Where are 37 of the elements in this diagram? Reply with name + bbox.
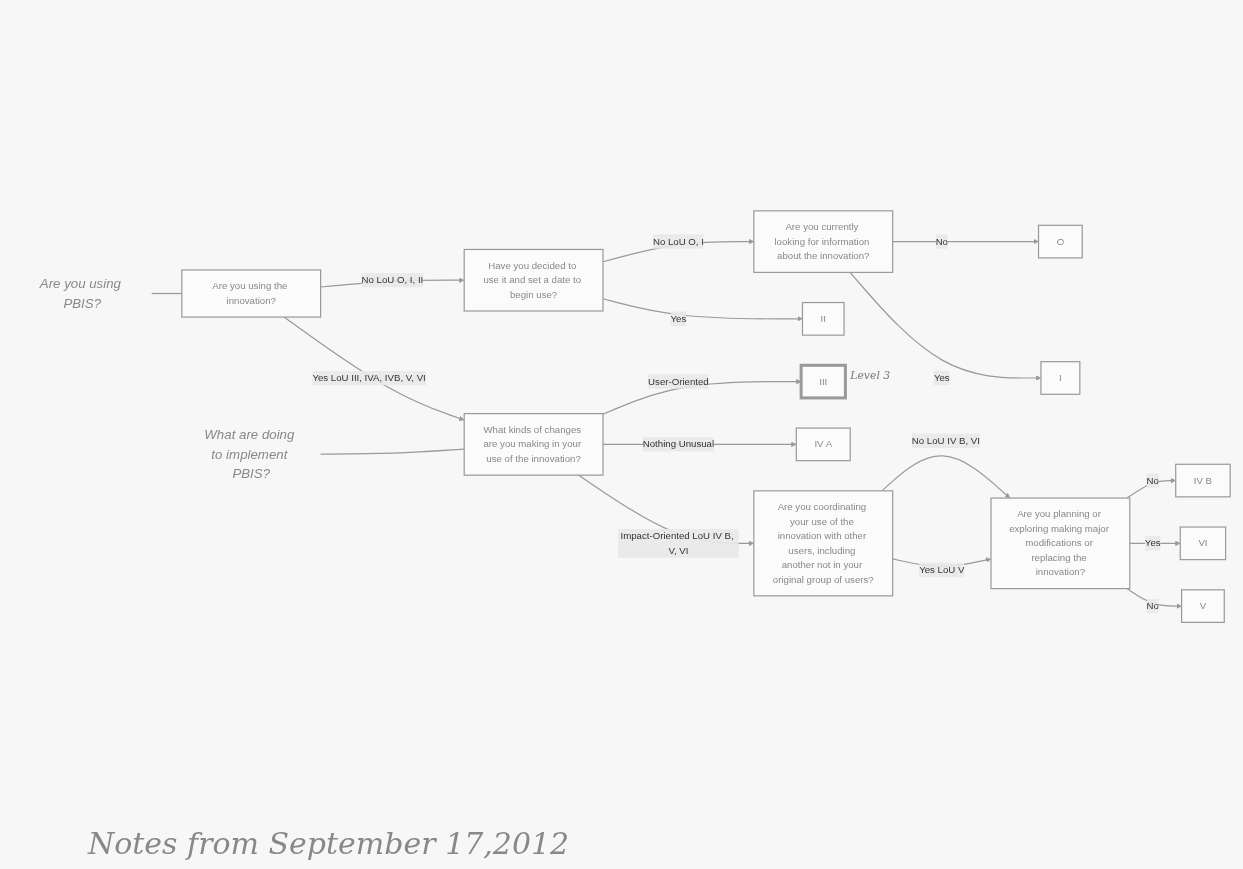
edge-label: No [935,236,948,247]
edge-label: No LoU O, I [652,236,704,247]
node-box: I [1040,361,1081,396]
arrow [1126,588,1182,610]
node-box: V [1181,589,1225,624]
edge-label: Yes [670,313,687,325]
edge-label: Impact-Oriented LoU IV B, V, VI [620,531,734,556]
node-text: What are doing to implement PBIS? [204,426,295,482]
edge-label: Nothing Unusual [642,439,715,450]
node-box: Are you using the innovation? [181,269,322,319]
node-box: VI [1179,526,1227,561]
edge-label: User-Oriented [648,376,709,387]
edge-label: Yes LoU III, IVA, IVB, V, VI [312,373,426,384]
edge-label: Yes [1144,538,1161,549]
edge-label: No [1146,601,1159,612]
edge-label: Yes LoU V [919,564,965,576]
node-box: Have you decided to use it and set a date to begin use? [463,249,604,312]
node-box: O [1037,225,1083,259]
node-box: Are you planning or exploring making major modifications or replacing the innovation? [990,497,1131,590]
node-box: II [801,302,845,337]
edge-label: No [1146,475,1159,486]
handwritten-note: Level 3 [850,369,891,383]
handwritten-note: Notes from September 17,2012 [88,826,570,861]
edge-label: Yes [933,372,950,384]
node-text: Are you using PBIS? [39,276,121,312]
arrow [881,455,1011,499]
edge-label: No LoU IV B, VI [911,435,980,446]
arrow [892,239,1039,245]
node-box: Are you currently looking for information about the innovation? [753,210,894,274]
node-box: What kinds of changes are you making in your use of the innovation? [463,413,604,477]
node-box: Are you coordinating your use of the innovation with other users, including another not in your original group of users? [753,490,894,597]
node-box: III [799,364,847,400]
node-box: IV A [795,427,851,462]
connector [320,448,465,455]
node-box: IV B [1175,464,1231,498]
edge-label: No LoU O, I, II [361,275,424,286]
arrow [283,316,465,422]
